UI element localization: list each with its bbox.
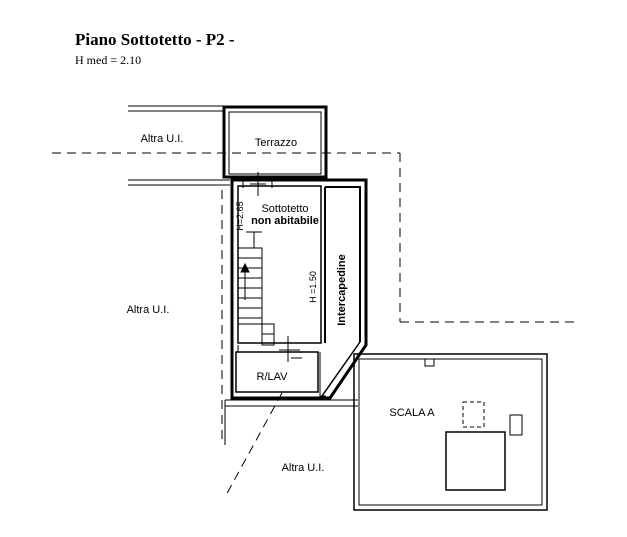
height-intercapedine-label: H =1.50	[308, 271, 318, 303]
neighbor-bottom-label: Altra U.I.	[282, 462, 325, 474]
unit-walls	[222, 105, 368, 400]
room-sottotetto-label: Sottotetto	[261, 203, 308, 215]
door-rlav-left	[231, 345, 239, 358]
neighbor-left-label: Altra U.I.	[127, 304, 170, 316]
height-sottotetto-label: H=2.65	[235, 201, 245, 230]
boundary-lines	[52, 152, 575, 498]
page-subtitle: H med = 2.10	[75, 53, 142, 67]
scala-block	[353, 353, 548, 511]
room-scala-label: SCALA A	[389, 407, 435, 419]
room-rlav-label: R/LAV	[257, 371, 289, 383]
room-intercapedine-label: Intercapedine	[336, 254, 348, 326]
room-sottotetto-sublabel: non abitabile	[251, 215, 319, 227]
staircase	[237, 231, 275, 346]
page-title: Piano Sottotetto - P2 -	[75, 30, 235, 49]
door-rlav	[279, 336, 302, 362]
neighbor-top-label: Altra U.I.	[141, 133, 184, 145]
neighbor-walls	[128, 105, 358, 445]
door-terrazzo	[242, 172, 273, 196]
room-terrazzo-label: Terrazzo	[255, 137, 297, 149]
